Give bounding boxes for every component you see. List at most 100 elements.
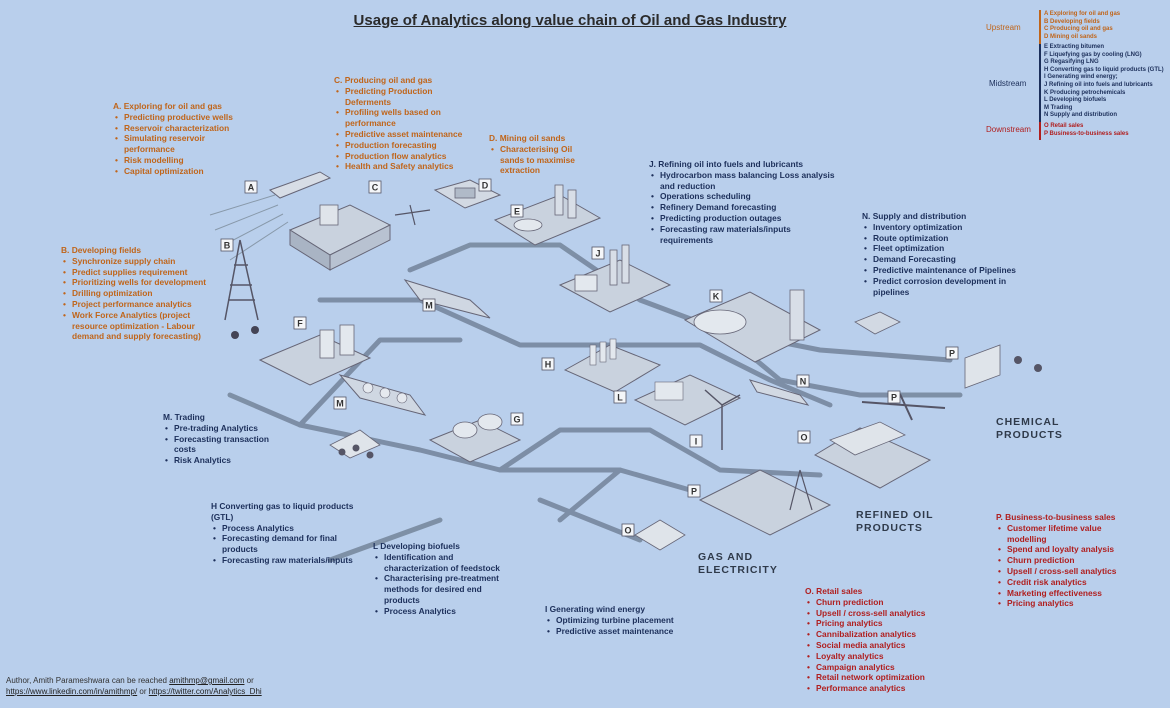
petrol-station	[813, 421, 932, 489]
list-item: Identification and characterization of f…	[373, 552, 513, 574]
drilling-rig	[224, 239, 259, 339]
chemical-office	[964, 344, 1042, 389]
home-retail	[634, 519, 686, 551]
badge-m: M	[333, 396, 347, 410]
legend-item: I Generating wind energy;	[1044, 74, 1118, 81]
list-item: Forecasting raw materials/inputs	[211, 555, 361, 566]
footer-prefix: Author, Amith Parameshwara can be reache…	[6, 676, 170, 685]
svg-text:F: F	[297, 319, 303, 329]
list-item: Process Analytics	[211, 523, 361, 534]
badge-p: P	[687, 484, 701, 498]
list-item: Health and Safety analytics	[334, 161, 469, 172]
list-item: Predict corrosion development in pipelin…	[862, 276, 1022, 298]
list-item: Capital optimization	[113, 166, 238, 177]
label-refined-oil-products: REFINED OIL PRODUCTS	[856, 509, 934, 534]
svg-text:N: N	[800, 377, 807, 387]
block-o-retail: O. Retail sales Churn predictionUpsell /…	[805, 586, 945, 694]
list-item: Pricing analytics	[996, 598, 1121, 609]
svg-text:B: B	[224, 241, 231, 251]
list-item: Prioritizing wells for development	[61, 277, 209, 288]
list-item: Campaign analytics	[805, 662, 945, 673]
block-n-supply: N. Supply and distribution Inventory opt…	[862, 211, 1022, 297]
block-title: I Generating wind energy	[545, 604, 646, 614]
list-item: Pricing analytics	[805, 618, 945, 629]
list-item: Pre-trading Analytics	[163, 423, 283, 434]
block-a-exploring: A. Exploring for oil and gas Predicting …	[113, 101, 238, 177]
airplane-distribution	[854, 311, 901, 335]
svg-text:H: H	[545, 360, 552, 370]
svg-text:P: P	[949, 349, 955, 359]
list-item: Production forecasting	[334, 140, 469, 151]
list-item: Production flow analytics	[334, 151, 469, 162]
list-item: Refinery Demand forecasting	[649, 202, 839, 213]
legend-item: A Exploring for oil and gas	[1044, 11, 1121, 17]
legend-item: C Producing oil and gas	[1044, 26, 1113, 33]
svg-text:K: K	[713, 292, 720, 302]
badge-o: O	[621, 523, 635, 537]
list-item: Upsell / cross-sell analytics	[805, 608, 945, 619]
stage-legend: Upstream A Exploring for oil and gas B D…	[980, 10, 1165, 142]
petrochemical-plant	[683, 289, 822, 363]
badge-d: D	[478, 178, 492, 192]
badge-o: O	[797, 430, 811, 444]
lng-tanker-ship	[338, 374, 427, 416]
svg-text:J: J	[595, 249, 600, 259]
legend-bar-upstream	[1039, 10, 1041, 44]
list-item: Reservoir characterization	[113, 123, 238, 134]
linkedin-link[interactable]: https://www.linkedin.com/in/amithmp/	[6, 687, 138, 696]
block-p-b2b: P. Business-to-business sales Customer l…	[996, 512, 1121, 609]
list-item: Profiling wells based on performance	[334, 107, 469, 129]
block-j-refining: J. Refining oil into fuels and lubricant…	[649, 159, 839, 245]
label-gas-and-electricity: GAS AND ELECTRICITY	[698, 551, 778, 576]
badge-j: J	[591, 246, 605, 260]
block-title: J. Refining oil into fuels and lubricant…	[649, 159, 804, 169]
legend-item: D Mining oil sands	[1044, 33, 1098, 40]
legend-items-downstream: O Retail sales P Business-to-business sa…	[1044, 123, 1129, 138]
legend-stage-upstream: Upstream	[986, 23, 1021, 32]
svg-text:A: A	[248, 183, 255, 193]
legend-stage-downstream: Downstream	[986, 125, 1031, 134]
block-l-biofuels: L Developing biofuels Identification and…	[373, 541, 513, 617]
list-item: Route optimization	[862, 233, 1022, 244]
list-item: Predictive asset maintenance	[334, 129, 469, 140]
svg-text:L: L	[617, 393, 623, 403]
badge-n: N	[796, 374, 810, 388]
list-item: Synchronize supply chain	[61, 256, 209, 267]
gas-power-station	[698, 469, 832, 536]
footer-suffix: or	[244, 676, 254, 685]
list-item: Characterising Oil sands to maximise ext…	[489, 144, 589, 176]
badge-e: E	[510, 204, 524, 218]
svg-text:P: P	[691, 487, 697, 497]
badge-m: M	[422, 298, 436, 312]
legend-item: L Developing biofuels	[1044, 97, 1107, 104]
list-item: Forecasting transaction costs	[163, 434, 283, 456]
block-i-wind: I Generating wind energy Optimizing turb…	[545, 604, 695, 636]
list-item: Predictive asset maintenance	[545, 626, 695, 637]
footer-line-2: https://www.linkedin.com/in/amithmp/ or …	[6, 686, 262, 697]
list-item: Upsell / cross-sell analytics	[996, 566, 1121, 577]
list-item: Social media analytics	[805, 640, 945, 651]
block-title: H Converting gas to liquid products (GTL…	[211, 501, 354, 522]
legend-item: G Regasifying LNG	[1044, 59, 1099, 66]
badge-g: G	[510, 412, 524, 426]
twitter-link[interactable]: https://twitter.com/Analytics_Dhi	[148, 687, 262, 696]
legend-item: F Liquefying gas by cooling (LNG)	[1044, 51, 1142, 58]
block-title: B. Developing fields	[61, 245, 142, 255]
list-item: Demand Forecasting	[862, 254, 1022, 265]
block-b-developing: B. Developing fields Synchronize supply …	[61, 245, 209, 342]
badge-b: B	[220, 238, 234, 252]
list-item: Churn prediction	[996, 555, 1121, 566]
list-item: Optimizing turbine placement	[545, 615, 695, 626]
author-footer: Author, Amith Parameshwara can be reache…	[6, 675, 262, 697]
list-item: Hydrocarbon mass balancing Loss analysis…	[649, 170, 839, 192]
block-d-mining: D. Mining oil sands Characterising Oil s…	[489, 133, 589, 176]
bitumen-extraction-plant	[493, 184, 602, 246]
svg-text:G: G	[513, 415, 520, 425]
biofuel-plant	[633, 374, 742, 426]
svg-text:E: E	[514, 207, 520, 217]
legend-bar-downstream	[1039, 122, 1041, 140]
badge-l: L	[613, 390, 627, 404]
svg-text:O: O	[800, 433, 807, 443]
email-link[interactable]: amithmp@gmail.com	[169, 676, 245, 685]
oil-tanker-ship	[403, 279, 491, 319]
